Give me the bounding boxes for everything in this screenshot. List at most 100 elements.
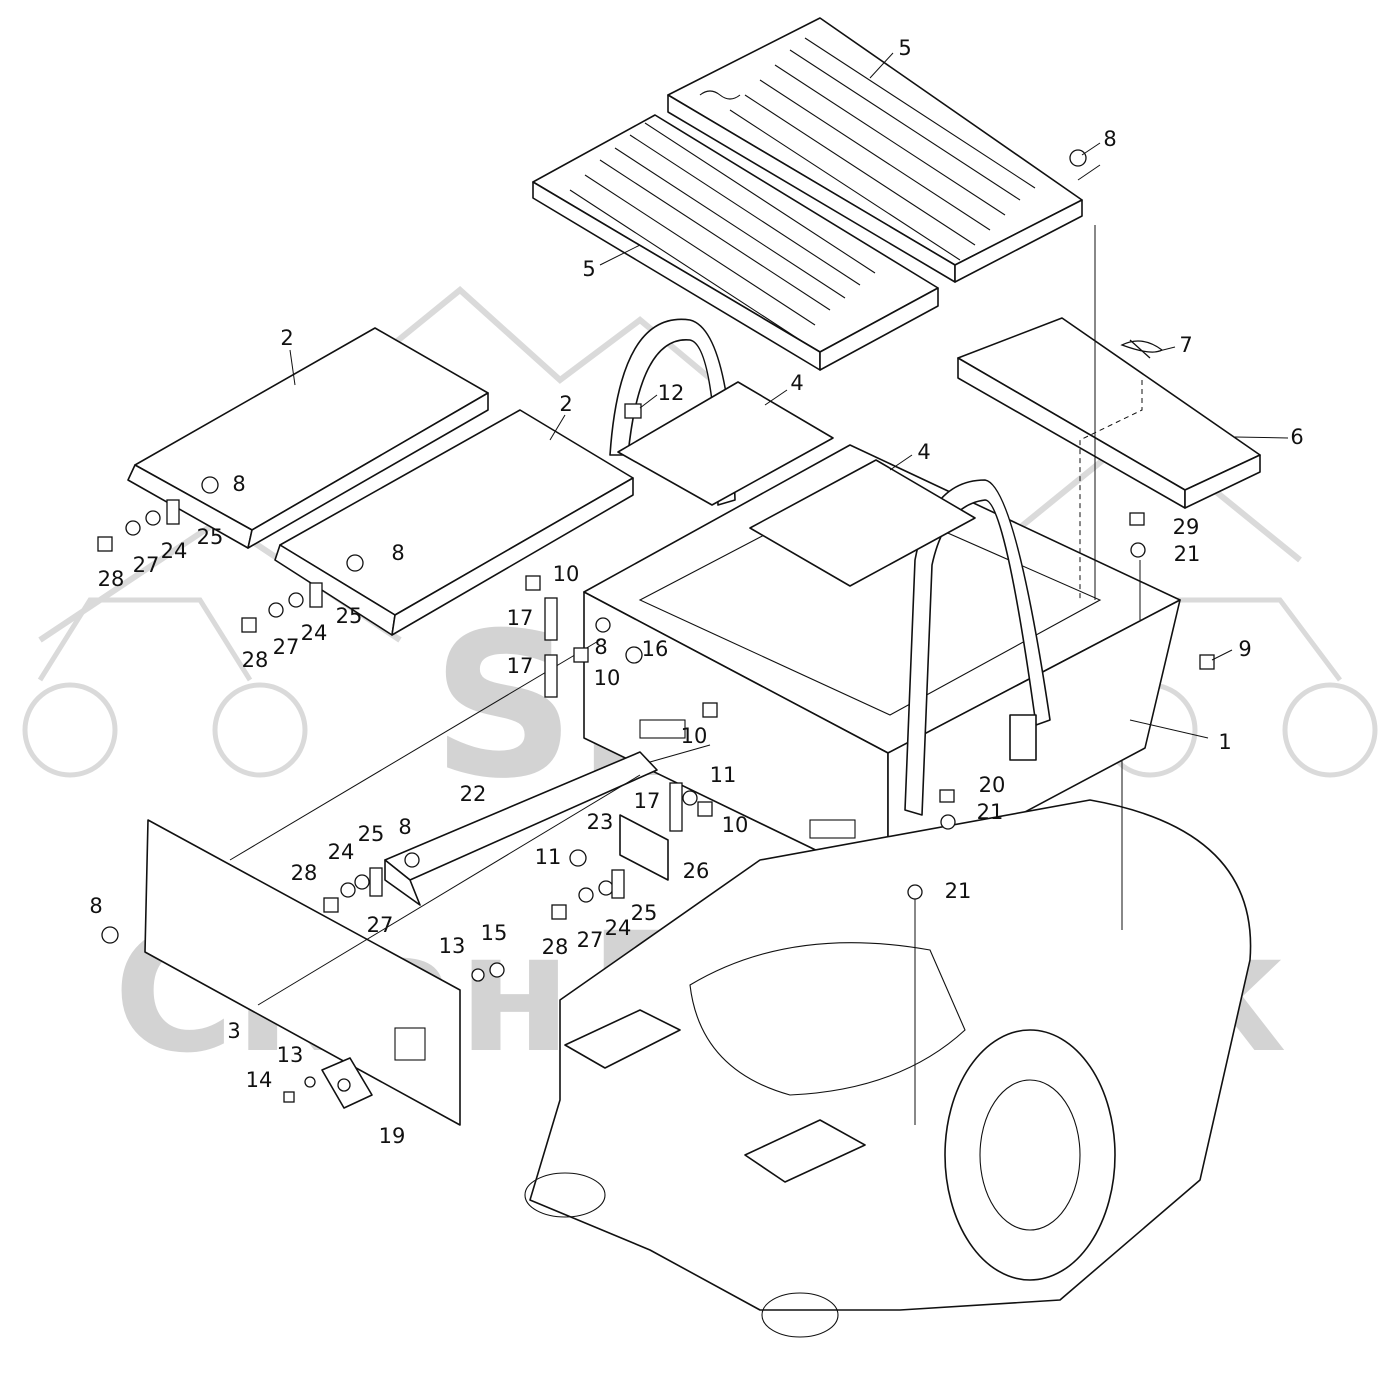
callout-9: 9 (1238, 637, 1251, 661)
plate-icon (369, 867, 383, 897)
bolt-icon (1199, 654, 1215, 670)
nut-icon (201, 476, 219, 494)
washer-icon (145, 510, 161, 526)
callout-27-right: 27 (577, 928, 604, 952)
callout-24-right: 24 (605, 916, 632, 940)
callout-leaders (289, 52, 1289, 739)
callout-28-right: 28 (542, 935, 569, 959)
callout-25-right: 25 (631, 901, 658, 925)
plate-icon (544, 654, 558, 698)
plate-icon (611, 869, 625, 899)
callout-26: 26 (683, 859, 710, 883)
callout-labels: 5 5 8 7 6 2 2 12 4 4 29 21 9 1 8 25 24 2… (89, 36, 1303, 1148)
callout-15: 15 (481, 921, 508, 945)
fasteners (97, 149, 1215, 1103)
plate-icon (309, 582, 323, 608)
callout-4-rear: 4 (790, 371, 803, 395)
callout-10-a: 10 (553, 562, 580, 586)
callout-11-b: 11 (535, 845, 562, 869)
tread-plate-rear (667, 17, 1083, 283)
washer-icon (940, 814, 956, 830)
washer-icon (288, 592, 304, 608)
callout-2-right: 2 (559, 392, 572, 416)
washer-icon (354, 874, 370, 890)
plate-icon (669, 782, 683, 832)
callout-8-shelf-lower: 8 (391, 541, 404, 565)
callout-7: 7 (1179, 333, 1192, 357)
callout-5-lower: 5 (582, 257, 595, 281)
tread-plate-front (532, 114, 939, 371)
callout-23: 23 (587, 810, 614, 834)
callout-25-lower: 25 (336, 604, 363, 628)
callout-10-d: 10 (722, 813, 749, 837)
washer-icon (1130, 542, 1146, 558)
callout-16: 16 (642, 637, 669, 661)
callout-24-upper: 24 (161, 539, 188, 563)
washer-icon (125, 520, 141, 536)
bolt-icon (283, 1091, 295, 1103)
callout-8-shelf-upper: 8 (232, 472, 245, 496)
bolt-icon (551, 904, 567, 920)
callout-28-lower: 28 (242, 648, 269, 672)
callout-20: 20 (979, 773, 1006, 797)
nut-icon (101, 926, 119, 944)
washer-icon (304, 1076, 316, 1088)
bolt-icon (939, 789, 955, 803)
nut-icon (489, 962, 505, 978)
bolt-icon (525, 575, 541, 591)
callout-17-a: 17 (507, 606, 534, 630)
callout-28-upper: 28 (98, 567, 125, 591)
spring-clip-icon (1120, 339, 1164, 359)
bracket-plate-icon (619, 814, 669, 881)
axle-housing (524, 799, 1252, 1338)
nut-icon (404, 852, 420, 868)
plate-icon (166, 499, 180, 525)
callout-27-upper: 27 (133, 553, 160, 577)
nut-icon (682, 790, 698, 806)
washer-icon (598, 880, 614, 896)
callout-13-a: 13 (439, 934, 466, 958)
bolt-icon (97, 536, 113, 552)
box-lid-front (749, 459, 976, 587)
callout-25-mid: 25 (358, 822, 385, 846)
washer-icon (625, 646, 643, 664)
side-bracket (384, 751, 658, 906)
assembly-lines (229, 225, 1143, 1125)
callout-11-a: 11 (710, 763, 737, 787)
callout-28-mid: 28 (291, 861, 318, 885)
callout-21-mid: 21 (977, 800, 1004, 824)
bolt-icon (241, 617, 257, 633)
callout-19: 19 (379, 1124, 406, 1148)
bolt-icon (624, 403, 642, 419)
bolt-icon (1129, 512, 1145, 526)
box-lid-rear (617, 381, 834, 506)
washer-icon (471, 968, 485, 982)
callout-24-mid: 24 (328, 840, 355, 864)
callout-6: 6 (1290, 425, 1303, 449)
callout-8-bracket: 8 (398, 815, 411, 839)
nut-icon (569, 849, 587, 867)
callout-8-panel: 8 (89, 894, 102, 918)
nut-icon (346, 554, 364, 572)
washer-icon (268, 602, 284, 618)
callout-13-b: 13 (277, 1043, 304, 1067)
callout-2-left: 2 (280, 326, 293, 350)
callout-4-front: 4 (917, 440, 930, 464)
callout-8-box: 8 (594, 635, 607, 659)
washer-icon (578, 887, 594, 903)
bolt-icon (573, 647, 589, 663)
callout-1: 1 (1218, 730, 1231, 754)
plate-icon (544, 597, 558, 641)
callout-10-b: 10 (594, 666, 621, 690)
callout-14: 14 (246, 1068, 273, 1092)
callout-22: 22 (460, 782, 487, 806)
callout-12: 12 (658, 381, 685, 405)
bolt-icon (323, 897, 339, 913)
callout-10-c: 10 (681, 724, 708, 748)
callout-21-top: 21 (1174, 542, 1201, 566)
washer-icon (340, 882, 356, 898)
callout-5-upper: 5 (898, 36, 911, 60)
callout-29: 29 (1173, 515, 1200, 539)
side-shelf-lower (274, 409, 634, 636)
